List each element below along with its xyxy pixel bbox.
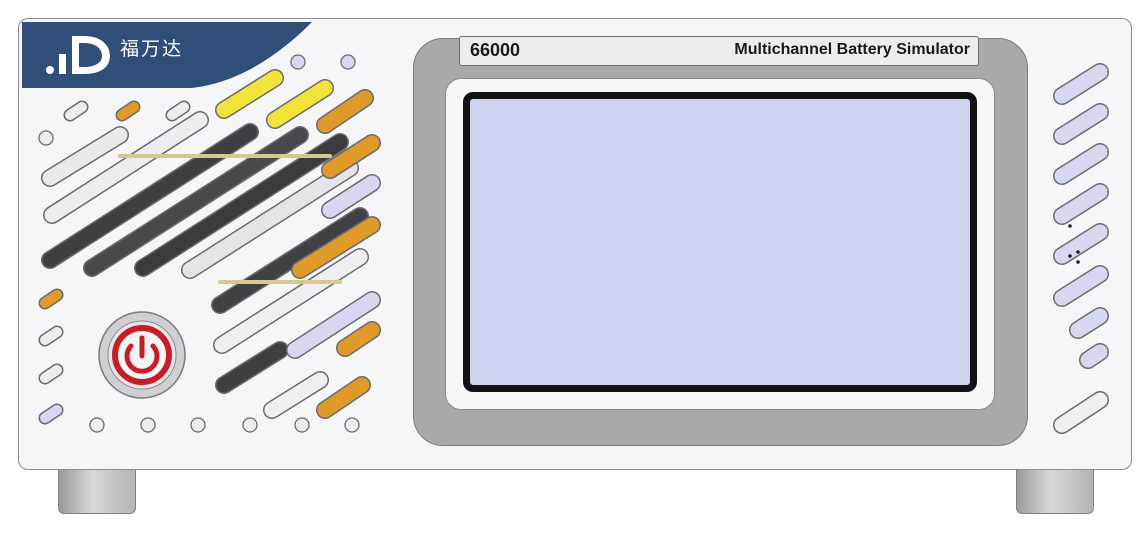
lcd-touchscreen[interactable]: [463, 92, 977, 392]
product-name: Multichannel Battery Simulator: [734, 41, 970, 58]
nameplate: [459, 36, 979, 66]
model-number: 66000: [470, 40, 521, 60]
power-button[interactable]: [97, 310, 187, 400]
brand-logo: [22, 22, 312, 88]
right-foot: [1016, 470, 1094, 514]
power-icon: [124, 335, 160, 374]
left-foot: [58, 470, 136, 514]
brand-name: 福万达: [120, 38, 184, 60]
